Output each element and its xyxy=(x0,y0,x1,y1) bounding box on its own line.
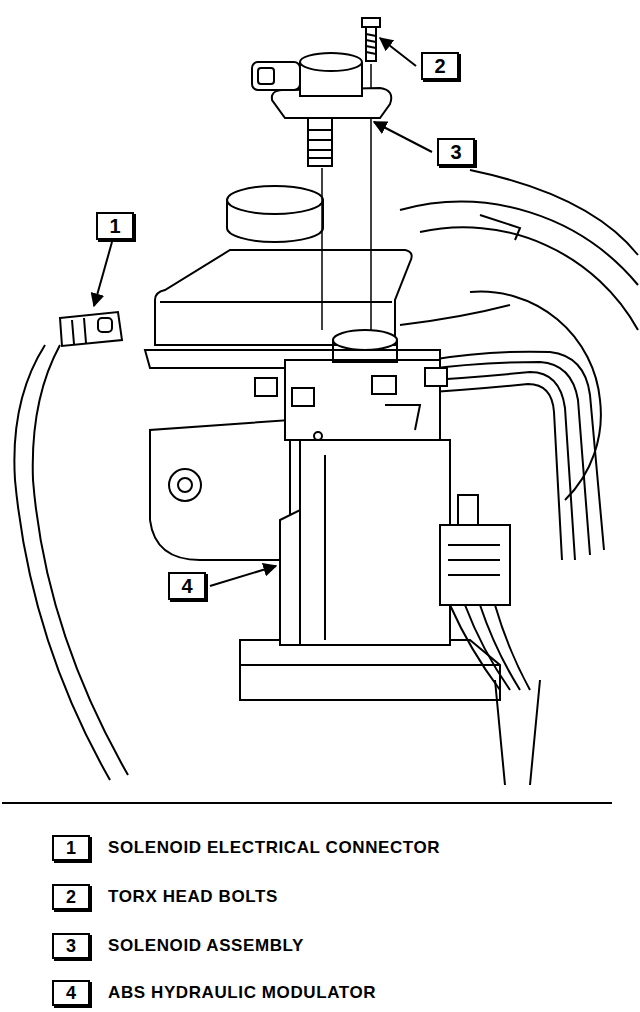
modulator xyxy=(240,640,500,700)
callout-number: 2 xyxy=(421,52,459,80)
callout-number: 3 xyxy=(437,138,475,166)
modulator xyxy=(255,378,277,396)
brake-booster xyxy=(470,292,601,500)
modulator-connector xyxy=(448,545,500,575)
modulator xyxy=(372,376,396,394)
reservoir xyxy=(227,186,323,214)
brake-booster xyxy=(480,215,520,240)
solenoid-assembly xyxy=(252,53,391,166)
torx-bolt xyxy=(366,27,376,61)
brake-lines xyxy=(400,305,510,325)
legend-entry: 2 TORX HEAD BOLTS xyxy=(52,884,278,910)
modulator xyxy=(240,664,500,666)
solenoid-connector-wire xyxy=(60,312,122,346)
legend-divider xyxy=(2,802,612,804)
modulator xyxy=(333,340,397,362)
legend-entry: 4 ABS HYDRAULIC MODULATOR xyxy=(52,980,376,1006)
leader-line xyxy=(94,38,432,586)
reservoir xyxy=(145,186,440,368)
callout-number: 2 xyxy=(434,55,445,77)
modulator xyxy=(292,388,314,406)
solenoid-assembly xyxy=(252,62,300,90)
modulator-connector xyxy=(450,605,530,690)
legend-entry: 1 SOLENOID ELECTRICAL CONNECTOR xyxy=(52,835,440,861)
brake-booster xyxy=(400,202,638,285)
callout-number: 1 xyxy=(52,835,90,861)
modulator xyxy=(280,510,300,645)
leader-line xyxy=(380,38,416,66)
legend-entry: 3 SOLENOID ASSEMBLY xyxy=(52,933,304,959)
solenoid-connector-wire xyxy=(33,345,128,775)
callout-number: 1 xyxy=(109,215,120,237)
modulator xyxy=(285,360,440,440)
modulator-connector xyxy=(440,525,510,605)
callout-number: 3 xyxy=(52,933,90,959)
modulator xyxy=(333,330,397,350)
modulator-connector xyxy=(495,680,540,785)
master-cylinder xyxy=(150,420,290,560)
part-name: SOLENOID ELECTRICAL CONNECTOR xyxy=(108,838,440,858)
brake-lines xyxy=(430,352,604,550)
brake-booster xyxy=(420,227,638,330)
reservoir xyxy=(160,301,392,303)
torx-bolt xyxy=(362,18,380,27)
callout-number: 1 xyxy=(96,212,134,240)
legend-divider xyxy=(2,802,612,804)
part-name: ABS HYDRAULIC MODULATOR xyxy=(108,983,376,1003)
modulator xyxy=(385,405,420,430)
leader-line xyxy=(374,122,432,152)
solenoid-assembly xyxy=(308,118,332,166)
solenoid-connector-wire xyxy=(72,318,86,344)
callout-number: 3 xyxy=(450,141,461,163)
callout-number: 4 xyxy=(181,575,192,597)
modulator xyxy=(425,368,447,386)
solenoid-assembly xyxy=(258,68,274,84)
master-cylinder xyxy=(169,469,201,501)
modulator xyxy=(314,432,322,440)
leader-line xyxy=(94,242,112,306)
brake-booster xyxy=(470,170,638,255)
callout-number: 4 xyxy=(52,980,90,1006)
torx-bolt xyxy=(362,18,380,61)
modulator xyxy=(300,440,450,645)
torx-bolt xyxy=(366,34,376,54)
modulator xyxy=(240,330,500,700)
modulator xyxy=(324,455,326,640)
master-cylinder xyxy=(150,420,290,560)
guide-lines xyxy=(321,168,323,330)
solenoid-assembly xyxy=(300,53,362,71)
solenoid-assembly xyxy=(308,130,332,158)
solenoid-connector-wire xyxy=(14,312,128,780)
callout-number: 2 xyxy=(52,884,90,910)
modulator-connector xyxy=(440,495,540,785)
callout-number: 4 xyxy=(168,572,206,600)
part-name: SOLENOID ASSEMBLY xyxy=(108,936,304,956)
solenoid-connector-wire xyxy=(98,318,112,332)
master-cylinder xyxy=(178,478,192,492)
part-name: TORX HEAD BOLTS xyxy=(108,887,278,907)
leader-line xyxy=(210,566,276,586)
modulator-connector xyxy=(458,495,478,525)
